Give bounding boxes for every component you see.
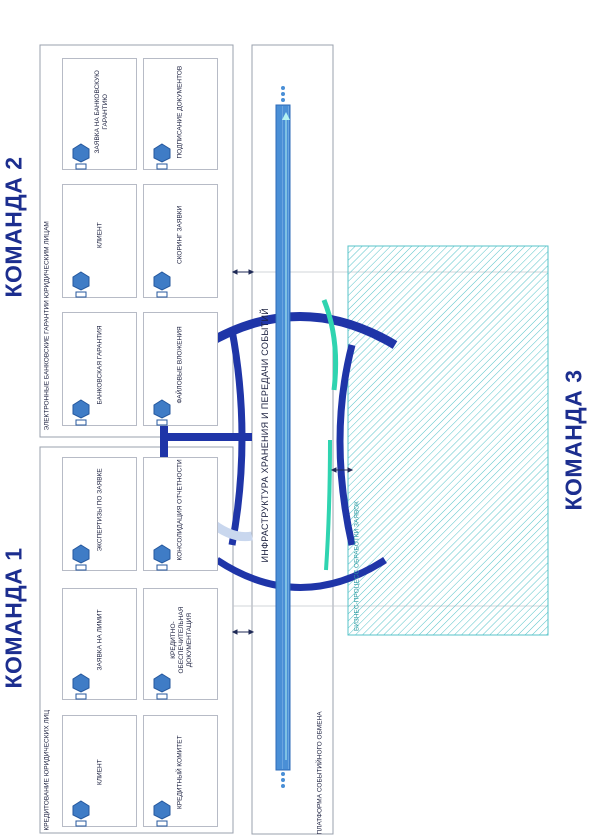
database-cube-icon <box>72 800 90 827</box>
service-label: КРЕДИТНО- ОБЕСПЕЧИТЕЛЬНАЯ ДОКУМЕНТАЦИЯ <box>170 606 193 674</box>
service-label: ЗАЯВКА НА БАНКОВСКУЮ ГАРАНТИЮ <box>94 70 109 154</box>
service-label: ФАЙЛОВЫЕ ВЛОЖЕНИЯ <box>176 326 184 404</box>
arc-decoration <box>324 439 332 571</box>
sync-arrow-icon <box>231 629 255 635</box>
team2-title: КОМАНДА 2 <box>0 156 27 298</box>
arc-decoration <box>321 299 339 391</box>
service-label: КЛИЕНТ <box>96 759 104 785</box>
team1-title: КОМАНДА 1 <box>0 547 27 689</box>
group1-title: КРЕДИТОВАНИЕ ЮРИДИЧЕСКИХ ЛИЦ <box>43 709 51 831</box>
service-label: КРЕДИТНЫЙ КОМИТЕТ <box>176 735 184 809</box>
service-label: ПОДПИСАНИЕ ДОКУМЕНТОВ <box>176 65 184 159</box>
dots-icon <box>281 86 285 90</box>
database-cube-icon <box>153 673 171 700</box>
database-cube-icon <box>72 143 90 170</box>
platform-title: ИНФРАСТРУКТУРА ХРАНЕНИЯ И ПЕРЕДАЧИ СОБЫТ… <box>260 308 270 563</box>
service-label: КОНСОЛИДАЦИЯ ОТЧЕТНОСТИ <box>176 459 184 561</box>
platform-footer: ПЛАТФОРМА СОБЫТИЙНОГО ОБМЕНА <box>316 711 324 835</box>
database-cube-icon <box>153 399 171 426</box>
database-cube-icon <box>72 399 90 426</box>
group1-container <box>39 446 234 834</box>
group2-container <box>39 44 234 438</box>
database-cube-icon <box>72 673 90 700</box>
service-label: КЛИЕНТ <box>96 222 104 248</box>
service-label: СКОРИНГ ЗАЯВКИ <box>176 205 184 264</box>
database-cube-icon <box>153 143 171 170</box>
arc-decoration <box>336 344 356 546</box>
database-cube-icon <box>72 271 90 298</box>
team3-area-title: БИЗНЕС-ПРОЦЕСС ОБРАБОТКИ ЗАЯВОК <box>353 501 361 631</box>
group2-title: ЭЛЕКТРОННЫЕ БАНКОВСКИЕ ГАРАНТИИ ЮРИДИЧЕС… <box>43 221 51 431</box>
team3-area <box>347 245 549 636</box>
arc-decoration <box>215 557 387 591</box>
service-label: ЗАЯВКА НА ЛИМИТ <box>96 609 104 671</box>
database-cube-icon <box>153 271 171 298</box>
database-cube-icon <box>153 800 171 827</box>
team3-title: КОМАНДА 3 <box>560 369 587 511</box>
sync-arrow-icon <box>330 467 354 473</box>
arc-decoration <box>202 312 398 349</box>
dots-icon <box>281 772 285 776</box>
database-cube-icon <box>72 544 90 571</box>
stream-arrow-head <box>282 112 290 120</box>
service-label: ЭКСПЕРТИЗЫ ПО ЗАЯВКЕ <box>96 468 104 552</box>
database-cube-icon <box>153 544 171 571</box>
sync-arrow-icon <box>231 269 255 275</box>
service-label: БАНКОВСКАЯ ГАРАНТИЯ <box>96 325 104 405</box>
